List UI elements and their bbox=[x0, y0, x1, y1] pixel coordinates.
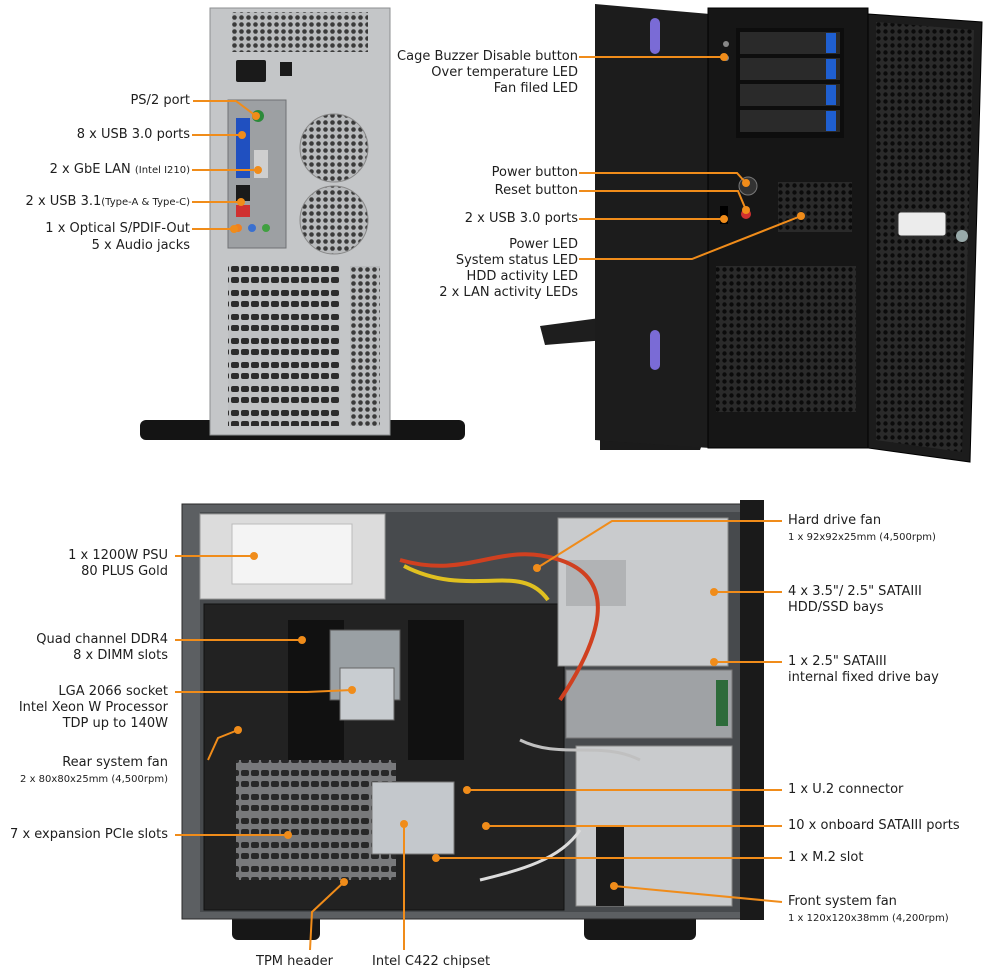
label-usb31-note: (Type-A & Type-C) bbox=[101, 197, 190, 208]
label-front-usb30: 2 x USB 3.0 ports bbox=[464, 211, 578, 226]
label-ddr4-sub: 8 x DIMM slots bbox=[73, 648, 168, 663]
label-spdif: 1 x Optical S/PDIF-Out bbox=[45, 221, 190, 236]
label-m2-slot: 1 x M.2 slot bbox=[788, 850, 864, 865]
label-gbe-lan-note: (Intel I210) bbox=[134, 165, 190, 176]
callout-dots bbox=[230, 53, 805, 890]
rear-chassis bbox=[140, 7, 465, 440]
front-chassis bbox=[540, 4, 983, 463]
label-audio-jacks: 5 x Audio jacks bbox=[91, 238, 190, 253]
label-hdd-fan: Hard drive fan bbox=[788, 513, 882, 528]
label-front-fan: Front system fan bbox=[788, 894, 897, 909]
label-tpm-header: TPM header bbox=[256, 954, 333, 969]
label-power-led: Power LED bbox=[509, 237, 578, 252]
label-psu: 1 x 1200W PSU bbox=[68, 548, 168, 563]
label-pcie-slots: 7 x expansion PCIe slots bbox=[10, 827, 168, 842]
label-gbe-lan: 2 x GbE LAN (Intel I210) bbox=[50, 162, 190, 179]
label-status-led: System status LED bbox=[455, 253, 578, 268]
label-usb31-main: 2 x USB 3.1 bbox=[25, 194, 102, 209]
label-drive-bays-sub: HDD/SSD bays bbox=[788, 600, 884, 615]
label-reset-button: Reset button bbox=[494, 183, 578, 198]
label-sata-ports: 10 x onboard SATAIII ports bbox=[788, 818, 960, 833]
label-u2-connector: 1 x U.2 connector bbox=[788, 782, 904, 797]
label-hdd-fan-sub: 1 x 92x92x25mm (4,500rpm) bbox=[788, 532, 936, 543]
interior-chassis bbox=[181, 500, 764, 940]
label-fan-fail-led: Fan filed LED bbox=[493, 81, 578, 96]
label-usb31: 2 x USB 3.1(Type-A & Type-C) bbox=[26, 194, 190, 211]
label-ddr4: Quad channel DDR4 bbox=[36, 632, 168, 647]
label-fixed-bay: 1 x 2.5" SATAIII bbox=[788, 654, 887, 669]
label-front-fan-sub: 1 x 120x120x38mm (4,200rpm) bbox=[788, 913, 949, 924]
label-overtemp-led: Over temperature LED bbox=[431, 65, 578, 80]
label-ps2-port: PS/2 port bbox=[130, 93, 190, 108]
label-fixed-bay-sub: internal fixed drive bay bbox=[788, 670, 939, 685]
label-rear-usb30: 8 x USB 3.0 ports bbox=[76, 127, 190, 142]
label-socket-sub1: Intel Xeon W Processor bbox=[18, 700, 168, 715]
callout-lines bbox=[175, 56, 802, 951]
label-power-button: Power button bbox=[491, 165, 578, 180]
label-rear-fan-sub: 2 x 80x80x25mm (4,500rpm) bbox=[20, 774, 168, 785]
label-rear-fan: Rear system fan bbox=[62, 755, 168, 770]
label-psu-sub: 80 PLUS Gold bbox=[81, 564, 168, 579]
label-hdd-led: HDD activity LED bbox=[466, 269, 578, 284]
label-drive-bays: 4 x 3.5"/ 2.5" SATAIII bbox=[788, 584, 922, 599]
label-gbe-lan-main: 2 x GbE LAN bbox=[49, 162, 131, 177]
label-buzzer-button: Cage Buzzer Disable button bbox=[397, 49, 578, 64]
label-socket-sub2: TDP up to 140W bbox=[62, 716, 168, 731]
label-lan-led: 2 x LAN activity LEDs bbox=[439, 285, 578, 300]
label-socket: LGA 2066 socket bbox=[58, 684, 168, 699]
label-chipset: Intel C422 chipset bbox=[372, 954, 491, 969]
